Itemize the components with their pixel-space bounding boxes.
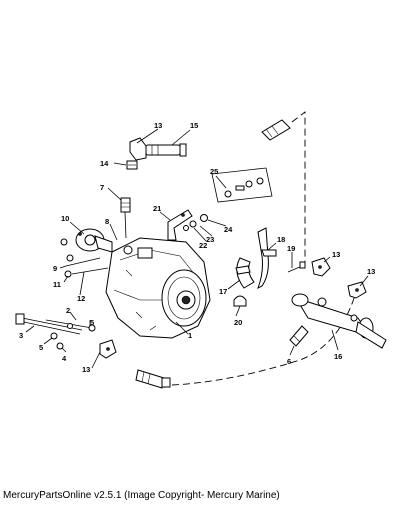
callout-1: 1 — [188, 331, 192, 340]
elbow-fitting-top — [129, 137, 187, 161]
callout-19: 19 — [287, 244, 295, 253]
callout-9: 9 — [53, 264, 57, 273]
callout-10: 10 — [61, 214, 69, 223]
callout-22: 22 — [199, 241, 207, 250]
kit-part-25 — [211, 167, 273, 203]
callout-20: 20 — [234, 318, 242, 327]
clamp-part-18 — [257, 227, 277, 290]
elbow-fitting-right-2 — [347, 281, 367, 299]
callout-14: 14 — [100, 159, 109, 168]
callout-13-c: 13 — [367, 267, 375, 276]
cooler-part-16 — [291, 293, 387, 349]
hose-fitting-part-6 — [289, 325, 309, 347]
callout-17: 17 — [219, 287, 227, 296]
callout-6: 6 — [287, 357, 291, 366]
callout-8: 8 — [105, 217, 109, 226]
callout-4: 4 — [62, 354, 67, 363]
bolt-part-19 — [287, 261, 306, 273]
bracket-part-21 — [167, 209, 208, 241]
hose-fitting-top-right — [261, 119, 291, 141]
copyright-caption: MercuryPartsOnline v2.5.1 (Image Copyrig… — [3, 490, 280, 501]
callout-11: 11 — [53, 280, 61, 289]
hose-fitting-bottom — [135, 369, 171, 389]
plug-part-7 — [120, 197, 131, 239]
sensor-part-14 — [126, 160, 138, 170]
callout-5-b: 5 — [39, 343, 43, 352]
bolts-parts-9-11 — [60, 238, 109, 278]
callout-7: 7 — [100, 183, 104, 192]
cap-part-20 — [233, 295, 247, 307]
callout-5-a: 5 — [90, 318, 94, 327]
clamp-part-17 — [235, 257, 255, 289]
callout-18: 18 — [277, 235, 285, 244]
callout-12: 12 — [77, 294, 85, 303]
exploded-parts-diagram: 1 2 3 4 5 5 6 7 8 9 10 11 12 13 13 13 13… — [15, 111, 387, 389]
elbow-fitting-lower — [99, 339, 117, 359]
callout-13-d: 13 — [82, 365, 90, 374]
callout-13-b: 13 — [332, 250, 340, 259]
callout-21: 21 — [153, 204, 161, 213]
transmission-housing — [105, 237, 211, 339]
leader-lines — [25, 128, 369, 369]
callout-13-a: 13 — [154, 121, 162, 130]
callout-24: 24 — [224, 225, 233, 234]
callout-3: 3 — [19, 331, 23, 340]
callout-labels: 1 2 3 4 5 5 6 7 8 9 10 11 12 13 13 13 13… — [19, 121, 375, 374]
callout-2: 2 — [66, 306, 70, 315]
flange-plate — [75, 228, 113, 253]
bolts-parts-2-3 — [15, 313, 96, 350]
callout-15: 15 — [190, 121, 198, 130]
callout-16: 16 — [334, 352, 342, 361]
elbow-fitting-right-1 — [311, 257, 331, 277]
callout-25: 25 — [210, 167, 218, 176]
callout-23: 23 — [206, 235, 214, 244]
